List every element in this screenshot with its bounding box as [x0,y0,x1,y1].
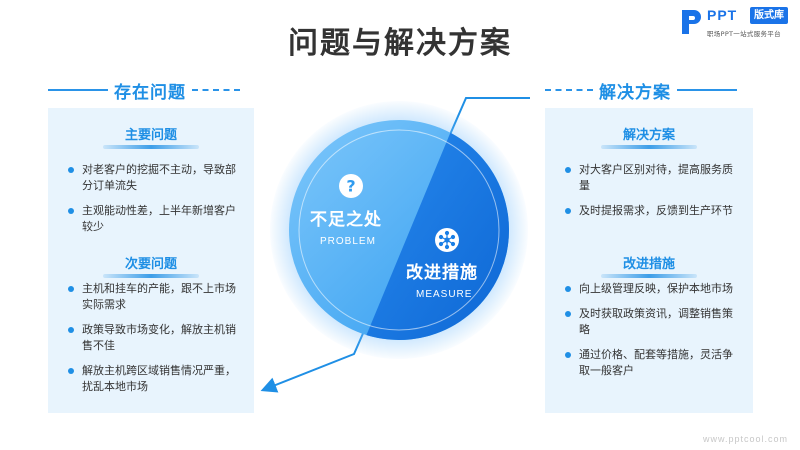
network-icon [435,228,459,252]
section-title-text: 改进措施 [622,257,675,272]
logo-mark-icon [682,10,701,34]
section-title-text: 次要问题 [124,257,177,272]
logo-subtitle: 职场PPT一站式服务平台 [707,30,781,38]
circle-graphic [289,120,509,340]
solutions-panel: 解决方案 对大客户区别对待，提高服务质量 及时提报需求，反馈到生产环节 改进措施… [545,108,753,413]
list-item: 主观能动性差，上半年新增客户较少 [68,203,243,235]
heading-dash-left [545,89,593,91]
list-item: 通过价格、配套等措施，灵活争取一般客户 [565,347,740,379]
list-item: 解放主机跨区域销售情况严重，扰乱本地市场 [68,363,243,395]
right-heading-label: 解决方案 [599,82,671,103]
problem-label-en: PROBLEM [320,236,376,247]
watermark: www.pptcool.com [702,434,788,444]
left-heading-label: 存在问题 [114,82,186,103]
section-title-secondary-problems: 次要问题 [48,253,254,278]
right-heading: 解决方案 [545,78,753,103]
section-underline [103,145,199,149]
problems-panel: 主要问题 对老客户的挖掘不主动，导致部分订单流失 主观能动性差，上半年新增客户较… [48,108,254,413]
section-underline [103,274,199,278]
secondary-problems-list: 主机和挂车的产能，跟不上市场实际需求 政策导致市场变化，解放主机销售不佳 解放主… [68,281,243,404]
problem-label: 不足之处 [310,210,382,230]
section-title-main-problems: 主要问题 [48,124,254,149]
brand-logo[interactable]: PPT 版式库 职场PPT一站式服务平台 [680,6,796,42]
svg-text:?: ? [346,177,355,196]
measure-label: 改进措施 [406,263,478,283]
heading-line-right [677,89,737,91]
measure-label-en: MEASURE [416,289,473,300]
list-item: 及时获取政策资讯，调整销售策略 [565,306,740,338]
improvements-list: 向上级管理反映，保护本地市场 及时获取政策资讯，调整销售策略 通过价格、配套等措… [565,281,740,388]
list-item: 政策导致市场变化，解放主机销售不佳 [68,322,243,354]
list-item: 对大客户区别对待，提高服务质量 [565,162,740,194]
heading-line-left [48,89,108,91]
solutions-list: 对大客户区别对待，提高服务质量 及时提报需求，反馈到生产环节 [565,162,740,228]
logo-tag: 版式库 [750,7,788,24]
logo-word: PPT [707,7,738,23]
section-underline [601,274,697,278]
left-heading: 存在问题 [48,78,255,103]
main-problems-list: 对老客户的挖掘不主动，导致部分订单流失 主观能动性差，上半年新增客户较少 [68,162,243,244]
center-circle: ? 不足之处 PROBLEM 改进措施 MEASURE [270,101,528,359]
page-title: 问题与解决方案 [288,26,512,61]
list-item: 对老客户的挖掘不主动，导致部分订单流失 [68,162,243,194]
list-item: 主机和挂车的产能，跟不上市场实际需求 [68,281,243,313]
heading-dash-right [192,89,240,91]
section-title-text: 解决方案 [622,128,675,143]
question-icon: ? [339,174,363,198]
section-title-improvements: 改进措施 [545,253,753,278]
list-item: 向上级管理反映，保护本地市场 [565,281,740,297]
section-underline [601,145,697,149]
section-title-solutions: 解决方案 [545,124,753,149]
section-title-text: 主要问题 [124,128,177,143]
list-item: 及时提报需求，反馈到生产环节 [565,203,740,219]
